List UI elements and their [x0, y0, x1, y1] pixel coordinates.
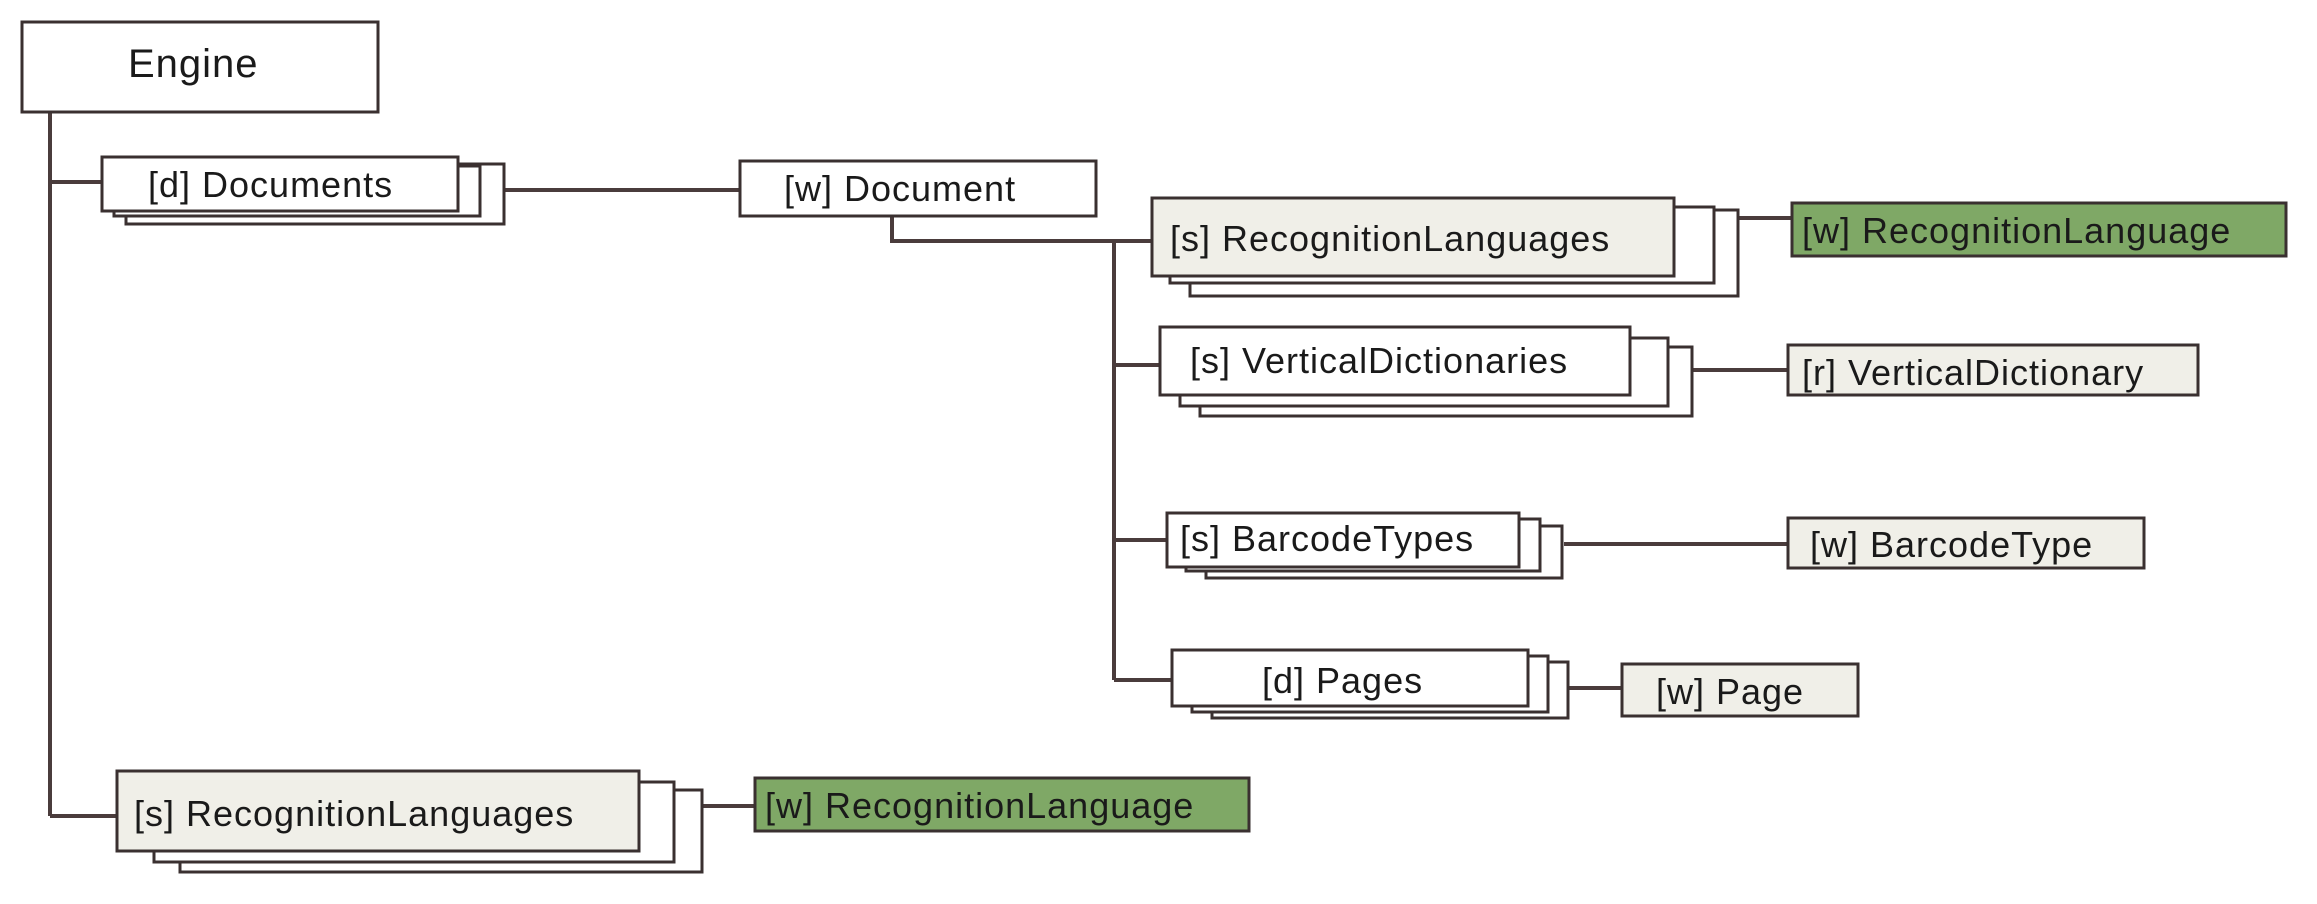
barcodetypes-stack[interactable] — [1165, 511, 1564, 580]
barcodetypes-box-front[interactable] — [1165, 511, 1521, 569]
documents-box-front[interactable] — [100, 155, 460, 213]
vertdict-box[interactable] — [1786, 343, 2200, 397]
barcodetype-box[interactable] — [1786, 516, 2146, 570]
documents-label: [d] Documents — [148, 164, 394, 205]
engine-reclangs-stack[interactable] — [115, 769, 704, 874]
doc-reclang-box[interactable] — [1790, 201, 2288, 258]
engine-reclang-label: [w] RecognitionLanguage — [765, 785, 1195, 826]
vertdicts-box-front[interactable] — [1158, 325, 1632, 397]
vertdicts-label: [s] VerticalDictionaries — [1190, 340, 1569, 381]
barcodetype-label: [w] BarcodeType — [1810, 524, 2094, 565]
page-label: [w] Page — [1656, 671, 1805, 712]
engine-label: Engine — [128, 42, 259, 86]
document-label: [w] Document — [784, 168, 1017, 209]
vertdicts-stack[interactable] — [1158, 325, 1694, 418]
pages-label: [d] Pages — [1262, 660, 1424, 701]
doc-reclangs-box-front[interactable] — [1150, 196, 1676, 278]
documents-stack[interactable] — [100, 155, 506, 226]
vertdict-label: [r] VerticalDictionary — [1802, 352, 2145, 393]
engine-box[interactable] — [20, 20, 380, 114]
doc-reclang-label: [w] RecognitionLanguage — [1802, 210, 2232, 251]
document-branch-connector — [890, 216, 1152, 243]
barcodetypes-label: [s] BarcodeTypes — [1180, 518, 1475, 559]
document-box[interactable] — [738, 159, 1098, 218]
engine-reclangs-box-front[interactable] — [115, 769, 641, 853]
doc-reclangs-stack[interactable] — [1150, 196, 1740, 298]
pages-stack[interactable] — [1170, 648, 1570, 720]
engine-reclangs-label: [s] RecognitionLanguages — [134, 793, 575, 834]
doc-reclangs-label: [s] RecognitionLanguages — [1170, 218, 1611, 259]
page-box[interactable] — [1620, 662, 1860, 718]
pages-box-front[interactable] — [1170, 648, 1530, 708]
engine-reclang-box[interactable] — [753, 776, 1251, 833]
